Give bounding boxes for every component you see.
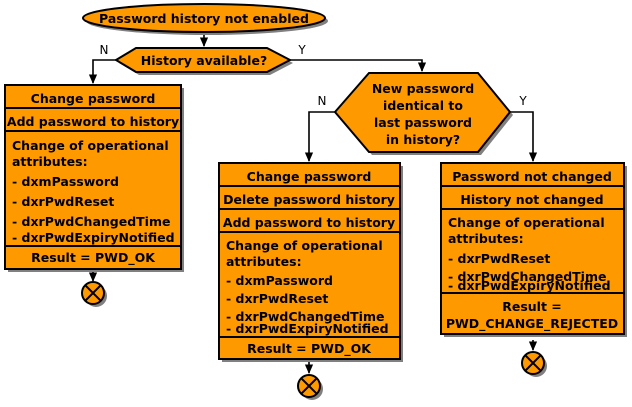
start-node[interactable]: Password history not enabled (82, 3, 328, 35)
branch-label-d2-no: N (318, 94, 327, 108)
box-identical[interactable]: Password not changed History not changed… (440, 162, 627, 337)
box1-attr-line-6: - dxrPwdExpiryNotified (12, 230, 175, 245)
box2-attr-line-1: Change of operational (226, 238, 383, 253)
box2-attr-line-6: - dxrPwdExpiryNotified (226, 321, 389, 336)
box1-attr-line-2: attributes: (12, 154, 88, 169)
box1-attr-line-4: - dxrPwdReset (12, 194, 114, 209)
decision2-label-line3: last password (374, 115, 472, 130)
decision2-label-line4: in history? (386, 132, 460, 147)
decision1-shape (114, 47, 293, 73)
branch-label-d1-no: N (100, 43, 109, 57)
end-middle-cross-b (300, 377, 318, 395)
box3-attr-line-2: attributes: (448, 231, 524, 246)
end-left-cross-b (84, 284, 102, 302)
box-not-identical[interactable]: Change password Delete password history … (218, 162, 403, 362)
branch-label-d1-yes: Y (297, 43, 306, 57)
box3-attr-line-1: Change of operational (448, 215, 605, 230)
start-node-label: Password history not enabled (99, 11, 309, 26)
box3-body (440, 162, 625, 335)
box2-attr-line-5: - dxrPwdChangedTime (226, 309, 384, 324)
end-node-right[interactable] (521, 351, 547, 377)
box2-row-result: Result = PWD_OK (247, 341, 372, 357)
box1-attr-line-5: - dxrPwdChangedTime (12, 214, 170, 229)
decision2-label-line1: New password (372, 81, 474, 96)
end-right-cross-b (524, 354, 542, 372)
box1-row-add-password: Add password to history (7, 114, 179, 129)
box2-attr-line-2: attributes: (226, 254, 302, 269)
start-node-shape (82, 3, 326, 33)
box1-row-change-password: Change password (31, 91, 156, 106)
box2-row-add-password: Add password to history (223, 215, 395, 230)
box3-attr-line-5: - dxrPwdExpiryNotified (448, 278, 611, 293)
branch-label-d2-yes: Y (518, 94, 527, 108)
decision-identical-password[interactable]: New password identical to last password … (333, 72, 513, 155)
decision-history-available[interactable]: History available? (114, 47, 293, 75)
box1-body (4, 84, 182, 270)
box3-attr-line-4: - dxrPwdChangedTime (448, 269, 606, 284)
box3-attr-line-3: - dxrPwdReset (448, 251, 550, 266)
box1-attr-line-3: - dxmPassword (12, 174, 119, 189)
decision2-label-line2: identical to (383, 98, 463, 113)
box3-row-result-line2: PWD_CHANGE_REJECTED (446, 316, 618, 332)
box2-row-change-password: Change password (247, 169, 372, 184)
box1-row-result: Result = PWD_OK (31, 250, 156, 266)
connector-d2-no (304, 111, 335, 162)
end-node-middle[interactable] (297, 374, 323, 400)
box2-attr-line-4: - dxrPwdReset (226, 291, 328, 306)
decision2-shape (333, 72, 512, 153)
box2-row-delete-history: Delete password history (223, 192, 395, 207)
box2-attr-line-3: - dxmPassword (226, 273, 333, 288)
box3-row-password-not-changed: Password not changed (452, 169, 612, 184)
box3-row-history-not-changed: History not changed (460, 192, 603, 207)
box1-attr-line-1: Change of operational (12, 138, 169, 153)
box2-body (218, 162, 401, 360)
box-no-history[interactable]: Change password Add password to history … (4, 84, 184, 272)
connector-d2-yes (510, 111, 538, 162)
end-node-left[interactable] (81, 281, 107, 307)
connector-layer (88, 33, 538, 374)
connector-d1-no (88, 59, 116, 84)
connector-d1-yes (290, 59, 427, 72)
decision1-label: History available? (141, 53, 267, 68)
box3-row-result-line1: Result = (502, 299, 562, 314)
